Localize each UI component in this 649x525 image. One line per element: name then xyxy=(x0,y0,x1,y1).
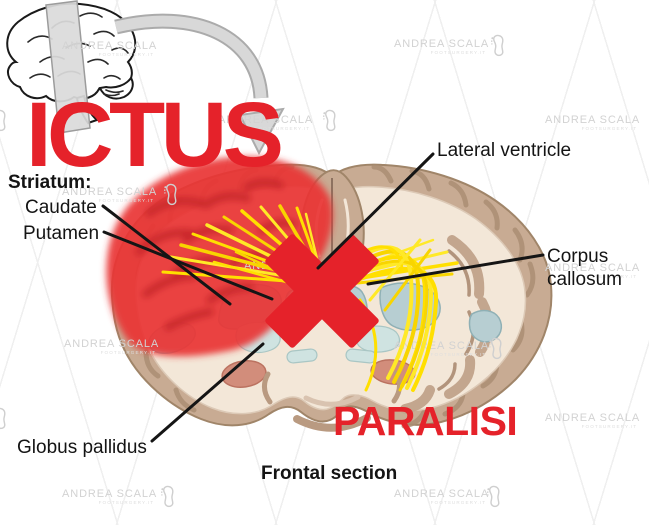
right-medial-nucleus xyxy=(334,285,368,339)
lateral-ventricle-pointer-line xyxy=(316,152,435,270)
corpus-callosum-label: Corpus callosum xyxy=(547,246,622,291)
foot-icon xyxy=(484,483,507,510)
cortex-outline xyxy=(110,163,553,427)
stroke-lesion-region xyxy=(106,156,333,357)
ictus-headline: ICTUS xyxy=(26,84,284,186)
foot-icon xyxy=(0,405,13,432)
medial-cortex xyxy=(299,169,365,275)
caudate-label: Caudate xyxy=(25,197,97,218)
foot-icon xyxy=(318,257,341,284)
globus-pallidus-pointer-line xyxy=(150,342,265,443)
putamen-label: Putamen xyxy=(23,223,100,244)
left-lateral-ventricle xyxy=(217,283,283,330)
foot-icon xyxy=(320,107,343,134)
blockage-x-icon xyxy=(265,234,379,348)
paralisi-headline: PARALISI xyxy=(333,398,518,444)
lateral-ventricle-label: Lateral ventricle xyxy=(437,140,572,161)
foot-icon xyxy=(488,32,511,59)
right-globus-pallidus xyxy=(355,325,401,353)
globus-pallidus-label: Globus pallidus xyxy=(17,437,147,458)
corpus-callosum-pointer-line xyxy=(366,253,545,286)
foot-icon xyxy=(158,483,181,510)
left-subthalamic-nucleus xyxy=(221,360,267,388)
left-globus-pallidus xyxy=(235,321,281,354)
foot-icon xyxy=(0,107,13,134)
right-lateral-ventricle xyxy=(379,282,441,331)
striatum-header-label: Striatum: xyxy=(8,172,92,193)
figure-caption: Frontal section xyxy=(261,463,398,484)
caudate-pointer-line xyxy=(101,204,232,306)
putamen-pointer-line xyxy=(102,230,274,301)
coronal-brain-section xyxy=(110,163,553,432)
fiber-tracts xyxy=(161,204,459,392)
white-matter xyxy=(135,185,527,415)
foot-icon xyxy=(486,335,509,362)
right-subthalamic-nucleus xyxy=(370,359,416,385)
